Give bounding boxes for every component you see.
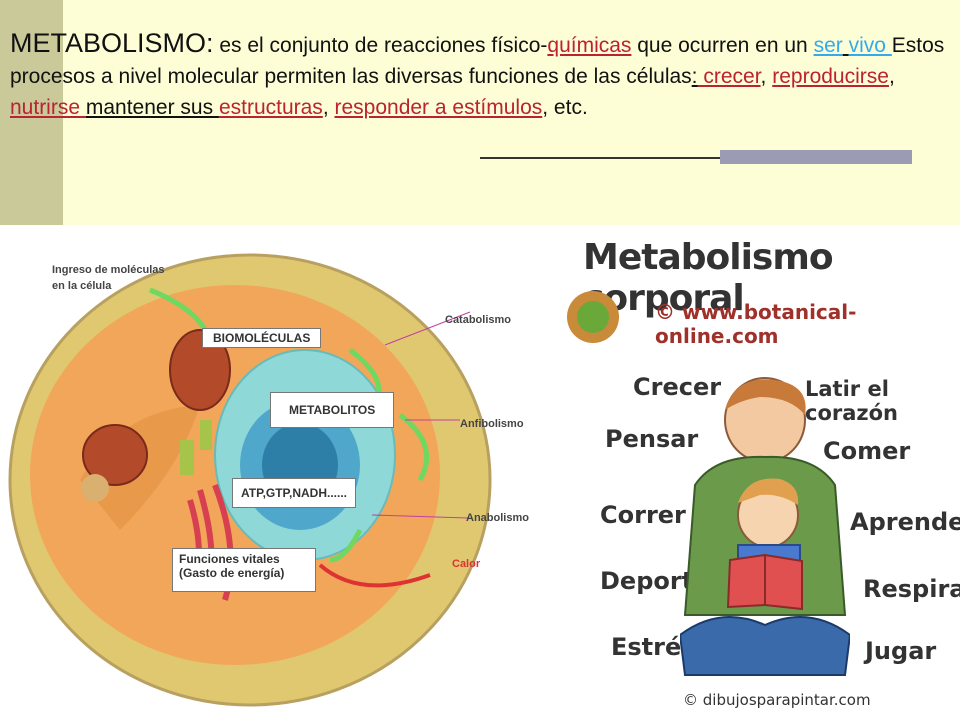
link-responder[interactable]: responder a estímulos [334,96,543,119]
label-ingreso: Ingreso de moléculas [52,264,165,276]
box-metabolitos: METABOLITOS [270,392,395,428]
cell-diagram: Ingreso de moléculas en la célula BIOMOL… [0,230,535,720]
word-correr: Correr [600,501,686,529]
label-catabolismo: Catabolismo [445,314,512,326]
link-vivo[interactable]: vivo [848,34,892,57]
link-nutrirse[interactable]: nutrirse [10,96,86,119]
text-segment: , etc. [542,96,588,119]
label-anfibolismo: Anfibolismo [460,418,524,430]
poster-copyright: © dibujosparapintar.com [683,691,871,709]
father-child-illustration [680,377,850,676]
word-respirar: Respirar [863,575,960,603]
decorative-bar [720,150,912,164]
link-estructuras[interactable]: estructuras [218,96,323,119]
text-segment: , [888,65,895,88]
box-funciones: Funciones vitales (Gasto de energía) [172,548,316,592]
box-biomoleculas: BIOMOLÉCULAS [202,328,322,348]
poster-site: © www.botanical-online.com [655,300,857,348]
word-pensar: Pensar [605,425,699,453]
link-quimicas[interactable]: químicas [547,34,632,57]
definition-paragraph: METABOLISMO: es el conjunto de reaccione… [10,28,945,123]
link-crecer[interactable]: crecer [697,65,761,88]
accent-bar [0,0,63,225]
underline-rule [480,157,912,159]
metabolism-poster: Metabolismo corporal © www.botanical-onl… [555,225,960,720]
funciones-line-1: Funciones vitales [179,552,280,566]
label-ingreso-2: en la célula [52,280,112,292]
text-segment: es el conjunto de reacciones físico- [213,34,548,57]
text-segment: que ocurren en un [631,34,814,57]
text-segment: , [760,65,773,88]
word-jugar: Jugar [865,637,937,665]
text-segment: , [322,96,335,119]
word-crecer: Crecer [633,373,722,401]
text-segment: Estos procesos a nivel molecular permite… [10,34,945,88]
link-ser[interactable]: ser [813,34,843,57]
box-atp: ATP,GTP,NADH...... [232,478,357,508]
label-anabolismo: Anabolismo [466,512,529,524]
header-band: METABOLISMO: es el conjunto de reaccione… [0,0,960,225]
word-aprender: Aprender [850,508,960,536]
funciones-line-2: (Gasto de energía) [179,566,285,580]
cell-illustration [8,253,492,707]
word-comer: Comer [823,437,911,465]
label-calor: Calor [452,558,481,570]
word-latir: Latir el corazón [805,377,899,425]
text-segment: mantener sus [85,96,219,119]
botanical-logo-icon [567,291,619,343]
link-reproducirse[interactable]: reproducirse [772,65,889,88]
text-segment: : [691,65,698,88]
slide-title: METABOLISMO: [10,28,214,58]
